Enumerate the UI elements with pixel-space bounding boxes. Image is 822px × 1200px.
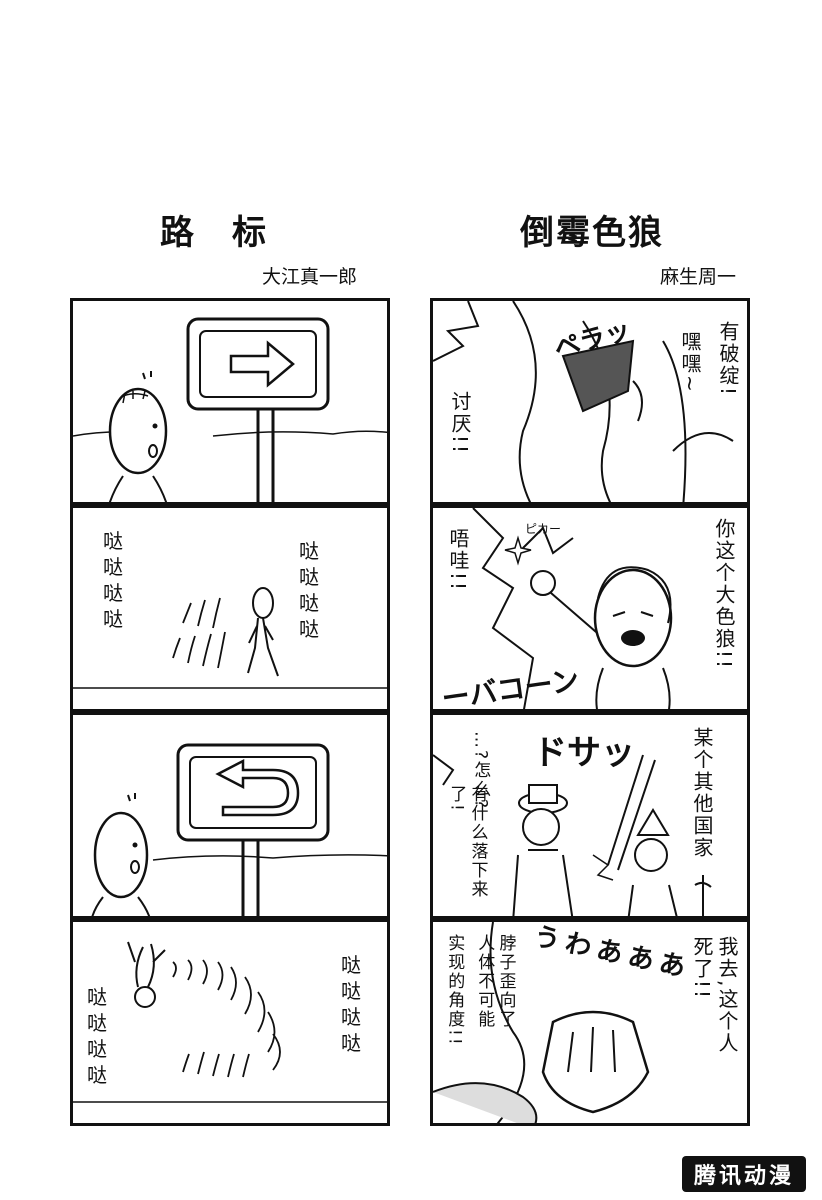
flying-person-illustration [73, 941, 387, 1103]
right-panel-4: うわあああ 实现的角度!! 脖子歪向了人体不可能 我去,这个人死了!! [430, 919, 750, 1126]
left-strip-title: 路 标 [160, 213, 268, 253]
tencent-comic-watermark-logo: 腾讯动漫 [682, 1156, 806, 1192]
skirt-flip-illustration [433, 301, 734, 502]
speech-bubble-pervert: 你这个大色狼!! [712, 518, 736, 671]
left-panel-1 [70, 298, 390, 505]
sfx-footsteps-c: 哒哒哒哒 [87, 985, 109, 1087]
signpost-u-turn-illustration [91, 743, 387, 916]
sfx-footsteps-b: 哒哒哒哒 [299, 539, 321, 641]
sfx-shine: ピカー [525, 522, 562, 536]
sfx-thud: ドサッ [533, 733, 635, 773]
running-person-illustration [73, 587, 387, 689]
left-strip-author: 大江真一郎 [262, 266, 358, 288]
caption-neck-bent: 脖子歪向了人体不可能 [474, 934, 516, 1029]
caption-angle: 实现的角度!! [444, 934, 465, 1047]
speech-bubble-hehe: 嘿嘿~ [678, 331, 702, 394]
right-panel-2: ピカー 唔哇!! 你这个大色狼!! ーバコーン [430, 505, 750, 712]
caption-another-country: 某个其他国家 [690, 727, 714, 859]
right-strip-author: 麻生周一 [660, 266, 737, 288]
right-panel-1: ペラッ 讨厌!! 嘿嘿~ 有破绽! [430, 298, 750, 505]
speech-bubble-dislike: 讨厌!! [448, 391, 472, 456]
speech-bubble-opening: 有破绽! [716, 321, 740, 398]
right-panel-3: …?怎么? 有什么落下来了! ドサッ 某个其他国家 [430, 712, 750, 919]
shocked-hand-illustration [433, 922, 650, 1123]
fallen-from-sky-illustration [433, 754, 712, 916]
left-panel-2: 哒哒哒哒 哒哒哒哒 [70, 505, 390, 712]
sfx-footsteps-a: 哒哒哒哒 [103, 529, 125, 631]
right-strip-title: 倒霉色狼 [520, 213, 664, 253]
sfx-footsteps-d: 哒哒哒哒 [341, 953, 363, 1055]
speech-bubble-dead: 我去,这个人死了!! [690, 936, 739, 1055]
left-panel-4: 哒哒哒哒 哒哒哒哒 [70, 919, 390, 1126]
speech-bubble-something-fell: 有什么落下来了! [446, 785, 488, 899]
speech-bubble-what: …?怎么? [470, 731, 491, 811]
punch-illustration [472, 508, 673, 709]
speech-bubble-whoa: 唔哇!! [446, 528, 470, 593]
left-panel-3 [70, 712, 390, 919]
signpost-right-arrow-illustration [73, 317, 387, 502]
